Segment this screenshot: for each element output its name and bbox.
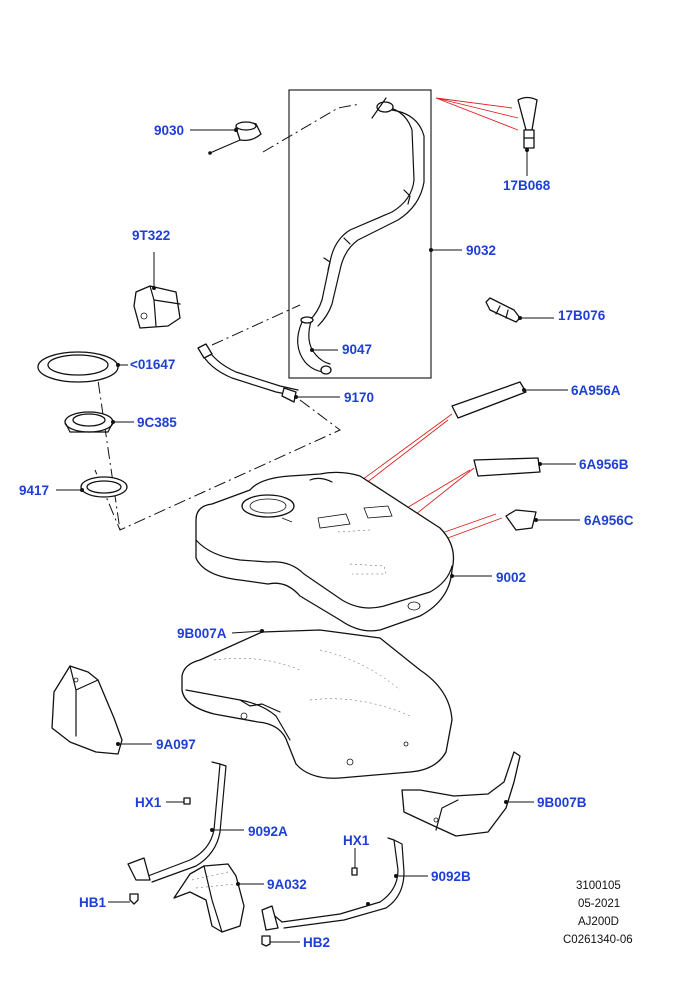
- callout-HX1-a[interactable]: HX1: [135, 795, 162, 810]
- filler-hose-part[interactable]: [297, 316, 332, 375]
- clip-part[interactable]: [485, 297, 521, 323]
- red-leader-17B068: [435, 97, 519, 131]
- callout-17B076[interactable]: 17B076: [558, 308, 606, 323]
- callout-6A956B[interactable]: 6A956B: [579, 457, 629, 472]
- callout-9030[interactable]: 9030: [154, 123, 184, 138]
- callout-6A956C[interactable]: 6A956C: [584, 513, 634, 528]
- reference-date: 05-2021: [578, 898, 620, 910]
- reference-drawing-id: C0261340-06: [563, 934, 633, 946]
- callout-9B007A[interactable]: 9B007A: [177, 626, 227, 641]
- heat-shield-a-part[interactable]: [451, 381, 527, 419]
- bolt-hx1-b-part[interactable]: [351, 867, 358, 876]
- assembly-line-sender: [94, 359, 121, 531]
- callout-9002[interactable]: 9002: [496, 570, 526, 585]
- callout-6A956A[interactable]: 6A956A: [571, 383, 621, 398]
- callout-9A097[interactable]: 9A097: [156, 737, 196, 752]
- bolt-hx1-a-part[interactable]: [183, 797, 191, 805]
- callout-9A032[interactable]: 9A032: [267, 877, 307, 892]
- heat-shield-part[interactable]: [173, 863, 245, 933]
- callout-9092B[interactable]: 9092B: [431, 869, 471, 884]
- callout-HB2[interactable]: HB2: [303, 935, 330, 950]
- side-shield-part[interactable]: [51, 665, 123, 755]
- reference-model: AJ200D: [578, 916, 619, 928]
- callout-17B068[interactable]: 17B068: [503, 178, 551, 193]
- control-module-part[interactable]: [133, 285, 181, 329]
- bolt-hb1-part[interactable]: [129, 893, 139, 905]
- callout-9092A[interactable]: 9092A: [248, 824, 288, 839]
- leader-lines: [56, 128, 580, 943]
- callout-01647[interactable]: <01647: [130, 357, 175, 372]
- heat-shield-c-part[interactable]: [505, 509, 537, 531]
- callout-9417[interactable]: 9417: [19, 483, 49, 498]
- lock-ring-part[interactable]: [64, 411, 114, 433]
- filler-pipe-part[interactable]: [309, 97, 425, 327]
- callout-9170[interactable]: 9170: [344, 390, 374, 405]
- callout-9032[interactable]: 9032: [466, 243, 496, 258]
- callout-9047[interactable]: 9047: [342, 342, 372, 357]
- heat-shield-b-part[interactable]: [473, 457, 541, 477]
- reference-number: 3100105: [576, 880, 621, 892]
- callout-HX1-b[interactable]: HX1: [343, 833, 370, 848]
- tank-strap-b-part[interactable]: [261, 837, 405, 931]
- callout-9T322[interactable]: 9T322: [132, 228, 170, 243]
- assembly-line-cap: [262, 103, 361, 153]
- o-ring-part[interactable]: [80, 476, 128, 498]
- callout-9B007B[interactable]: 9B007B: [537, 795, 587, 810]
- filler-pipe-group-frame: [288, 89, 432, 379]
- filler-nozzle-part[interactable]: [517, 96, 538, 149]
- tank-shield-b-part[interactable]: [401, 751, 521, 837]
- gasket-part[interactable]: [37, 351, 119, 383]
- tank-strap-a-part[interactable]: [127, 761, 227, 883]
- callout-9C385[interactable]: 9C385: [137, 415, 177, 430]
- red-leaders-6A956: [339, 413, 503, 561]
- bolt-hb2-part[interactable]: [261, 935, 271, 947]
- fuel-cap-part[interactable]: [208, 121, 262, 155]
- vapor-line-part[interactable]: [197, 343, 299, 403]
- assembly-line-tank: [94, 399, 341, 531]
- assembly-line-hose: [211, 304, 301, 346]
- callout-HB1[interactable]: HB1: [79, 895, 106, 910]
- fuel-tank-part[interactable]: [195, 471, 455, 632]
- tank-shield-a-part[interactable]: [181, 629, 453, 779]
